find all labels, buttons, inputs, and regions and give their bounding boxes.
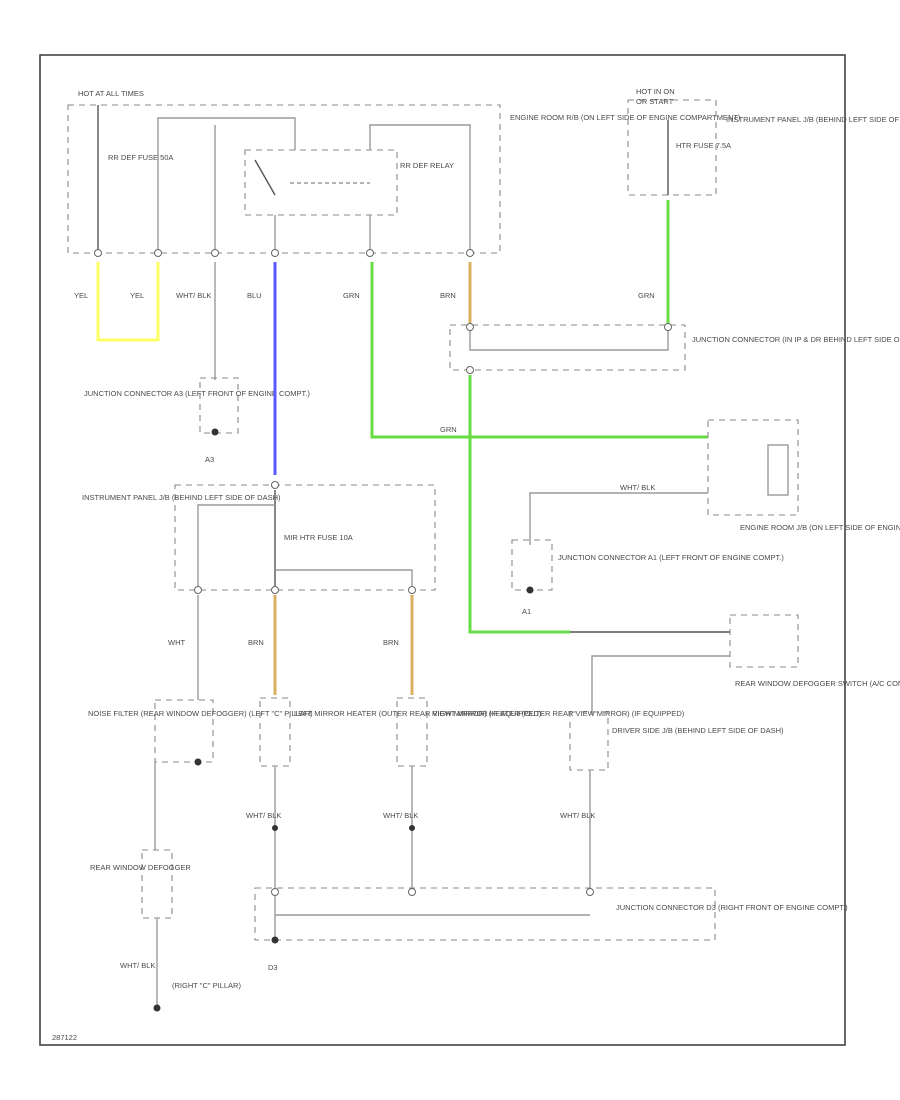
wire-wht-blk-label-5: WHT/ BLK [383, 811, 418, 820]
jc-a3-box [199, 377, 239, 434]
terminal [271, 249, 279, 257]
rear-window-switch-label: REAR WINDOW DEFOGGER SWITCH (A/C CONTROL… [735, 679, 900, 688]
hot-at-all-times-label: HOT AT ALL TIMES [78, 89, 144, 98]
ground-dot [526, 586, 534, 594]
yel-wire [96, 262, 160, 342]
noise-filter-box [154, 699, 214, 763]
splice-dot [409, 825, 415, 831]
jc-ip-link [469, 325, 669, 351]
terminal [154, 249, 162, 257]
rr-def-relay-label: RR DEF RELAY [400, 161, 454, 170]
driver-jb-label: DRIVER SIDE J/B (BEHIND LEFT SIDE OF DAS… [612, 726, 784, 735]
terminal [664, 323, 672, 331]
defog-fuse-label: RR DEF FUSE 50A [108, 153, 173, 162]
ip-jb-wire-a [197, 504, 275, 590]
ground-dot [153, 1004, 161, 1012]
wire-brn-label-1: BRN [440, 291, 456, 300]
jc-d3-label: JUNCTION CONNECTOR D3 (RIGHT FRONT OF EN… [616, 903, 848, 912]
engine-room-rb-label: ENGINE ROOM R/B (ON LEFT SIDE OF ENGINE … [510, 113, 741, 122]
ip-jb-mid-label: INSTRUMENT PANEL J/B (BEHIND LEFT SIDE O… [82, 493, 281, 502]
ip-jb-top-box [627, 99, 717, 196]
right-mirror-label: RIGHT MIRROR HEATER (OUTER REAR VIEW MIR… [432, 709, 685, 718]
engine-room-jb-label: ENGINE ROOM J/B (ON LEFT SIDE OF ENGINE … [740, 523, 900, 532]
grn-wire-1 [370, 262, 708, 439]
wire-wht-blk-label-4: WHT/ BLK [246, 811, 281, 820]
terminal [466, 366, 474, 374]
terminal [466, 323, 474, 331]
terminal [194, 586, 202, 594]
wire-grn-label-2: GRN [440, 425, 457, 434]
right-c-pillar-label: (RIGHT "C" PILLAR) [172, 981, 241, 990]
wire-grn-label-1: GRN [343, 291, 360, 300]
wire-wht-blk-label-6: WHT/ BLK [560, 811, 595, 820]
wire-brn-label-3: BRN [383, 638, 399, 647]
terminal [94, 249, 102, 257]
terminal [408, 888, 416, 896]
wire-wht-label: WHT [168, 638, 185, 647]
terminal [586, 888, 594, 896]
d3-label: D3 [268, 963, 278, 972]
jc-a1-label: JUNCTION CONNECTOR A1 (LEFT FRONT OF ENG… [558, 553, 784, 562]
rear-window-switch-box [729, 614, 799, 668]
wire-blu-label: BLU [247, 291, 262, 300]
grn-wire-3 [468, 375, 570, 634]
wire-wht-blk-label-7: WHT/ BLK [120, 961, 155, 970]
relay-switch [254, 159, 276, 196]
ip-jb-top-label: INSTRUMENT PANEL J/B (BEHIND LEFT SIDE O… [726, 115, 900, 124]
left-mirror-label: LEFT MIRROR HEATER (OUTER REAR VIEW MIRR… [294, 709, 542, 718]
engine-room-jb-box [707, 419, 799, 516]
wire-grn-label-3: GRN [638, 291, 655, 300]
rb-wire-c [369, 124, 471, 250]
jc-ip-jb-box [449, 324, 686, 371]
htr-fuse-label: HTR FUSE 7.5A [676, 141, 731, 150]
rear-defogger-label: REAR WINDOW DEFOGGER [90, 863, 191, 872]
ground-dot [271, 936, 279, 944]
jc-a3-label: JUNCTION CONNECTOR A3 (LEFT FRONT OF ENG… [84, 389, 310, 398]
splice-dot [272, 825, 278, 831]
ip-jb-wire-b [275, 569, 413, 590]
terminal [271, 586, 279, 594]
wht-blk-wire-3 [591, 655, 730, 715]
a1-label: A1 [522, 607, 531, 616]
mir-htr-fuse-label: MIR HTR FUSE 10A [284, 533, 353, 542]
terminal [366, 249, 374, 257]
driver-jb-box [569, 711, 609, 771]
wht-blk-wire-2 [529, 492, 708, 545]
rr-def-relay-box [244, 149, 398, 216]
engine-room-jb-relay [767, 444, 789, 496]
wire-yel-label-2: YEL [130, 291, 144, 300]
wire-wht-blk-label: WHT/ BLK [176, 291, 211, 300]
hot-in-on-label: HOT IN ON [636, 87, 675, 96]
a3-label: A3 [205, 455, 214, 464]
diagram-frame [39, 54, 846, 1046]
terminal [466, 249, 474, 257]
or-start-label: OR START [636, 97, 674, 106]
rear-defogger-box [141, 849, 173, 919]
wire-yel-label-1: YEL [74, 291, 88, 300]
figure-code: 287122 [52, 1033, 77, 1042]
ground-dot [211, 428, 219, 436]
wire-wht-blk-label-2: WHT/ BLK [620, 483, 655, 492]
terminal [211, 249, 219, 257]
ip-jb-mid-box [174, 484, 436, 591]
rb-wire-a [157, 117, 296, 250]
engine-room-rb-box [67, 104, 501, 254]
terminal [271, 888, 279, 896]
terminal [271, 481, 279, 489]
noise-filter-label: NOISE FILTER (REAR WINDOW DEFOGGER) (LEF… [88, 709, 313, 718]
jc-ip-jb-label: JUNCTION CONNECTOR (IN IP & DR BEHIND LE… [692, 335, 900, 344]
terminal [408, 586, 416, 594]
jc-d3-box [254, 887, 716, 941]
wire-brn-label-2: BRN [248, 638, 264, 647]
ground-dot [194, 758, 202, 766]
jc-a1-box [511, 539, 553, 591]
